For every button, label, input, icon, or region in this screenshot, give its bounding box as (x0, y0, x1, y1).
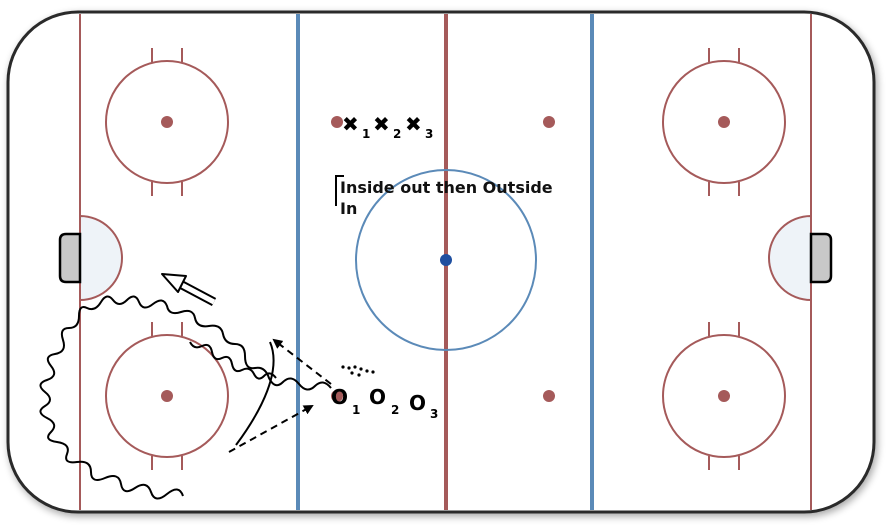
faceoff-circle-right-bottom (662, 322, 786, 470)
center-faceoff-dot (440, 254, 452, 266)
defender-x1: ✖ (342, 112, 359, 136)
faceoff-circle-right-top (662, 48, 786, 196)
goal-crease-left (79, 214, 123, 302)
skate-path-solid (235, 341, 275, 446)
pass-arrow-lower (228, 405, 314, 453)
defender-x3-sub: 3 (425, 127, 433, 141)
skate-path-wavy-exit (189, 341, 277, 380)
neutral-dot-br (543, 390, 555, 402)
defender-x2-sub: 2 (393, 127, 401, 141)
attacker-o1: O (331, 385, 348, 409)
drill-note: Inside out then Outside In (335, 175, 553, 218)
note-bracket (335, 175, 344, 206)
neutral-dot-bl (331, 390, 343, 402)
attacker-group: O 1 O 2 O 3 (331, 385, 438, 421)
neutral-dot-tl (331, 116, 343, 128)
skate-arrow-hollow (161, 273, 217, 306)
goal-net-right (809, 232, 833, 284)
goal-crease-right (768, 214, 812, 302)
attacker-o3: O (409, 391, 426, 415)
faceoff-circle-left-top (105, 48, 229, 196)
defender-group: ✖ 1 ✖ 2 ✖ 3 (342, 112, 433, 141)
note-line-2: In (340, 199, 357, 218)
attacker-o3-sub: 3 (430, 407, 438, 421)
attacker-o1-sub: 1 (352, 403, 360, 417)
faceoff-circle-left-bottom (105, 322, 229, 470)
skate-path-wavy-circle (39, 295, 332, 500)
neutral-dot-tr (543, 116, 555, 128)
puck-dots (341, 365, 375, 377)
center-circle (355, 169, 537, 351)
defender-x3: ✖ (405, 112, 422, 136)
goal-net-left (58, 232, 82, 284)
attacker-o2-sub: 2 (391, 403, 399, 417)
pass-arrow-upper (272, 338, 332, 385)
defender-x1-sub: 1 (362, 127, 370, 141)
defender-x2: ✖ (373, 112, 390, 136)
note-line-1: Inside out then Outside (340, 178, 553, 197)
attacker-o2: O (369, 385, 386, 409)
